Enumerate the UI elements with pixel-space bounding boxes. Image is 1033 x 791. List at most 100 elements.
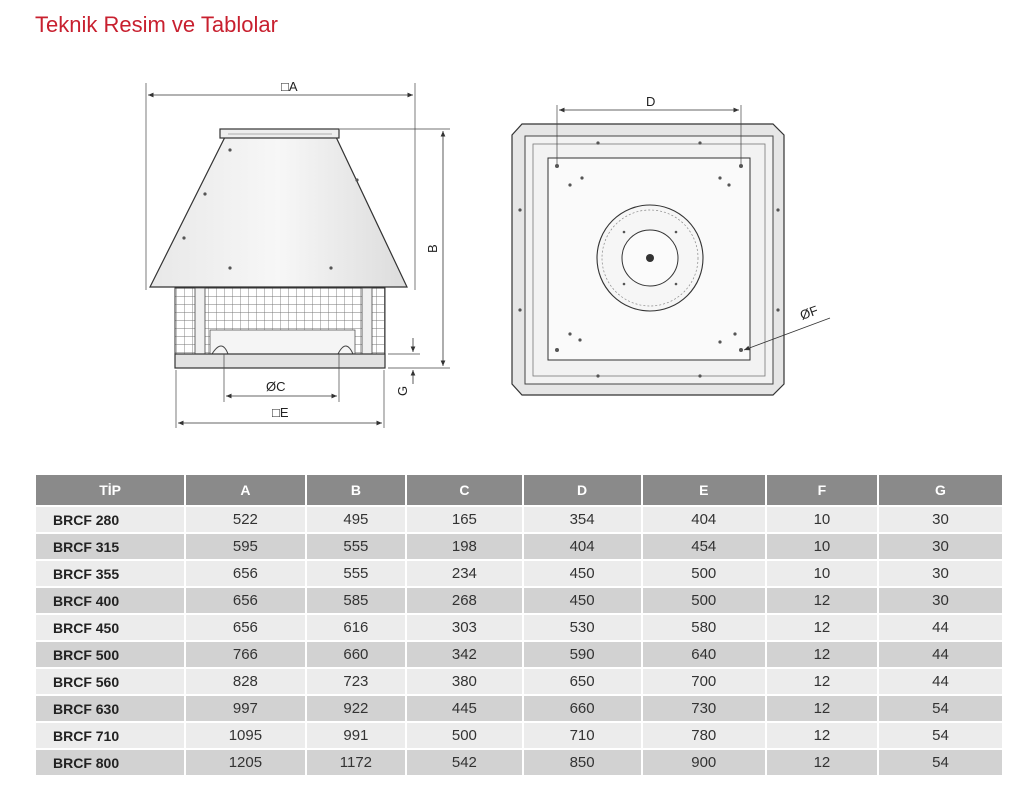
technical-drawing: □A B G ØC □E — [145, 79, 831, 428]
cell-g: 30 — [879, 588, 1002, 613]
table-row: BRCF 315 595 555 198 404 454 10 30 — [36, 534, 1002, 559]
table-row: BRCF 710 1095 991 500 710 780 12 54 — [36, 723, 1002, 748]
cell-b: 1172 — [306, 750, 408, 775]
col-header-tip: TİP — [36, 475, 187, 505]
cell-e: 640 — [642, 642, 767, 667]
cell-tip: BRCF 800 — [36, 750, 187, 775]
cell-b: 660 — [306, 642, 408, 667]
cell-b: 723 — [306, 669, 408, 694]
col-header-g: G — [879, 475, 1002, 505]
cell-b: 991 — [306, 723, 408, 748]
cell-d: 404 — [523, 534, 643, 559]
table-row: BRCF 450 656 616 303 530 580 12 44 — [36, 615, 1002, 640]
cell-tip: BRCF 400 — [36, 588, 187, 613]
cell-b: 616 — [306, 615, 408, 640]
cell-d: 850 — [523, 750, 643, 775]
table-header-row: TİP A B C D E F G — [36, 475, 1002, 505]
base-plate — [174, 353, 386, 369]
cell-g: 44 — [879, 642, 1002, 667]
cell-f: 12 — [766, 750, 879, 775]
cell-e: 454 — [642, 534, 767, 559]
cell-a: 1095 — [186, 723, 307, 748]
cell-b: 555 — [306, 534, 408, 559]
dim-c-label: ØC — [266, 379, 286, 394]
cell-d: 650 — [523, 669, 643, 694]
cell-a: 766 — [186, 642, 307, 667]
col-header-a: A — [186, 475, 307, 505]
cell-tip: BRCF 280 — [36, 507, 187, 532]
cell-e: 780 — [642, 723, 767, 748]
cell-d: 450 — [523, 588, 643, 613]
dim-g-label: G — [395, 386, 410, 396]
dim-b-label: B — [425, 244, 440, 253]
cell-e: 404 — [642, 507, 767, 532]
cell-f: 10 — [766, 561, 879, 586]
cell-e: 900 — [642, 750, 767, 775]
table-row: BRCF 800 1205 1172 542 850 900 12 54 — [36, 750, 1002, 775]
cell-c: 234 — [407, 561, 524, 586]
side-view: □A B G ØC □E — [145, 79, 450, 428]
cell-f: 10 — [766, 534, 879, 559]
table-row: BRCF 630 997 922 445 660 730 12 54 — [36, 696, 1002, 721]
cell-f: 10 — [766, 507, 879, 532]
cell-a: 656 — [186, 615, 307, 640]
cell-d: 450 — [523, 561, 643, 586]
table-row: BRCF 280 522 495 165 354 404 10 30 — [36, 507, 1002, 532]
col-header-e: E — [642, 475, 767, 505]
cell-f: 12 — [766, 696, 879, 721]
cell-a: 595 — [186, 534, 307, 559]
cell-e: 700 — [642, 669, 767, 694]
col-header-b: B — [306, 475, 408, 505]
col-header-f: F — [766, 475, 879, 505]
cell-g: 54 — [879, 696, 1002, 721]
cell-g: 30 — [879, 534, 1002, 559]
page-title: Teknik Resim ve Tablolar — [35, 12, 278, 37]
cell-g: 54 — [879, 723, 1002, 748]
cell-e: 500 — [642, 588, 767, 613]
cell-c: 342 — [407, 642, 524, 667]
col-header-c: C — [407, 475, 524, 505]
cell-g: 44 — [879, 615, 1002, 640]
dim-a-label: □A — [281, 79, 298, 94]
cell-c: 198 — [407, 534, 524, 559]
table-row: BRCF 500 766 660 342 590 640 12 44 — [36, 642, 1002, 667]
cell-tip: BRCF 710 — [36, 723, 187, 748]
cell-c: 542 — [407, 750, 524, 775]
cell-e: 580 — [642, 615, 767, 640]
cell-e: 500 — [642, 561, 767, 586]
cell-c: 303 — [407, 615, 524, 640]
col-header-d: D — [523, 475, 643, 505]
cell-f: 12 — [766, 669, 879, 694]
cell-g: 30 — [879, 561, 1002, 586]
cell-a: 828 — [186, 669, 307, 694]
cell-tip: BRCF 315 — [36, 534, 187, 559]
dim-f-label: ØF — [798, 303, 820, 323]
cell-g: 54 — [879, 750, 1002, 775]
table-row: BRCF 355 656 555 234 450 500 10 30 — [36, 561, 1002, 586]
cell-c: 445 — [407, 696, 524, 721]
cell-c: 380 — [407, 669, 524, 694]
cell-b: 495 — [306, 507, 408, 532]
cell-tip: BRCF 630 — [36, 696, 187, 721]
cell-a: 522 — [186, 507, 307, 532]
cell-f: 12 — [766, 615, 879, 640]
cell-tip: BRCF 355 — [36, 561, 187, 586]
cell-tip: BRCF 450 — [36, 615, 187, 640]
hood-cap — [219, 128, 340, 139]
cell-d: 590 — [523, 642, 643, 667]
cell-b: 922 — [306, 696, 408, 721]
cell-f: 12 — [766, 642, 879, 667]
cell-c: 165 — [407, 507, 524, 532]
cell-f: 12 — [766, 723, 879, 748]
top-view: D ØF — [511, 94, 831, 396]
cell-g: 44 — [879, 669, 1002, 694]
cell-tip: BRCF 500 — [36, 642, 187, 667]
cell-d: 660 — [523, 696, 643, 721]
dim-d-label: D — [646, 94, 655, 109]
cell-a: 1205 — [186, 750, 307, 775]
table-row: BRCF 400 656 585 268 450 500 12 30 — [36, 588, 1002, 613]
dimension-table: TİP A B C D E F G BRCF 280 522 495 165 3… — [36, 473, 1002, 777]
cell-c: 268 — [407, 588, 524, 613]
cell-tip: BRCF 560 — [36, 669, 187, 694]
table-row: BRCF 560 828 723 380 650 700 12 44 — [36, 669, 1002, 694]
